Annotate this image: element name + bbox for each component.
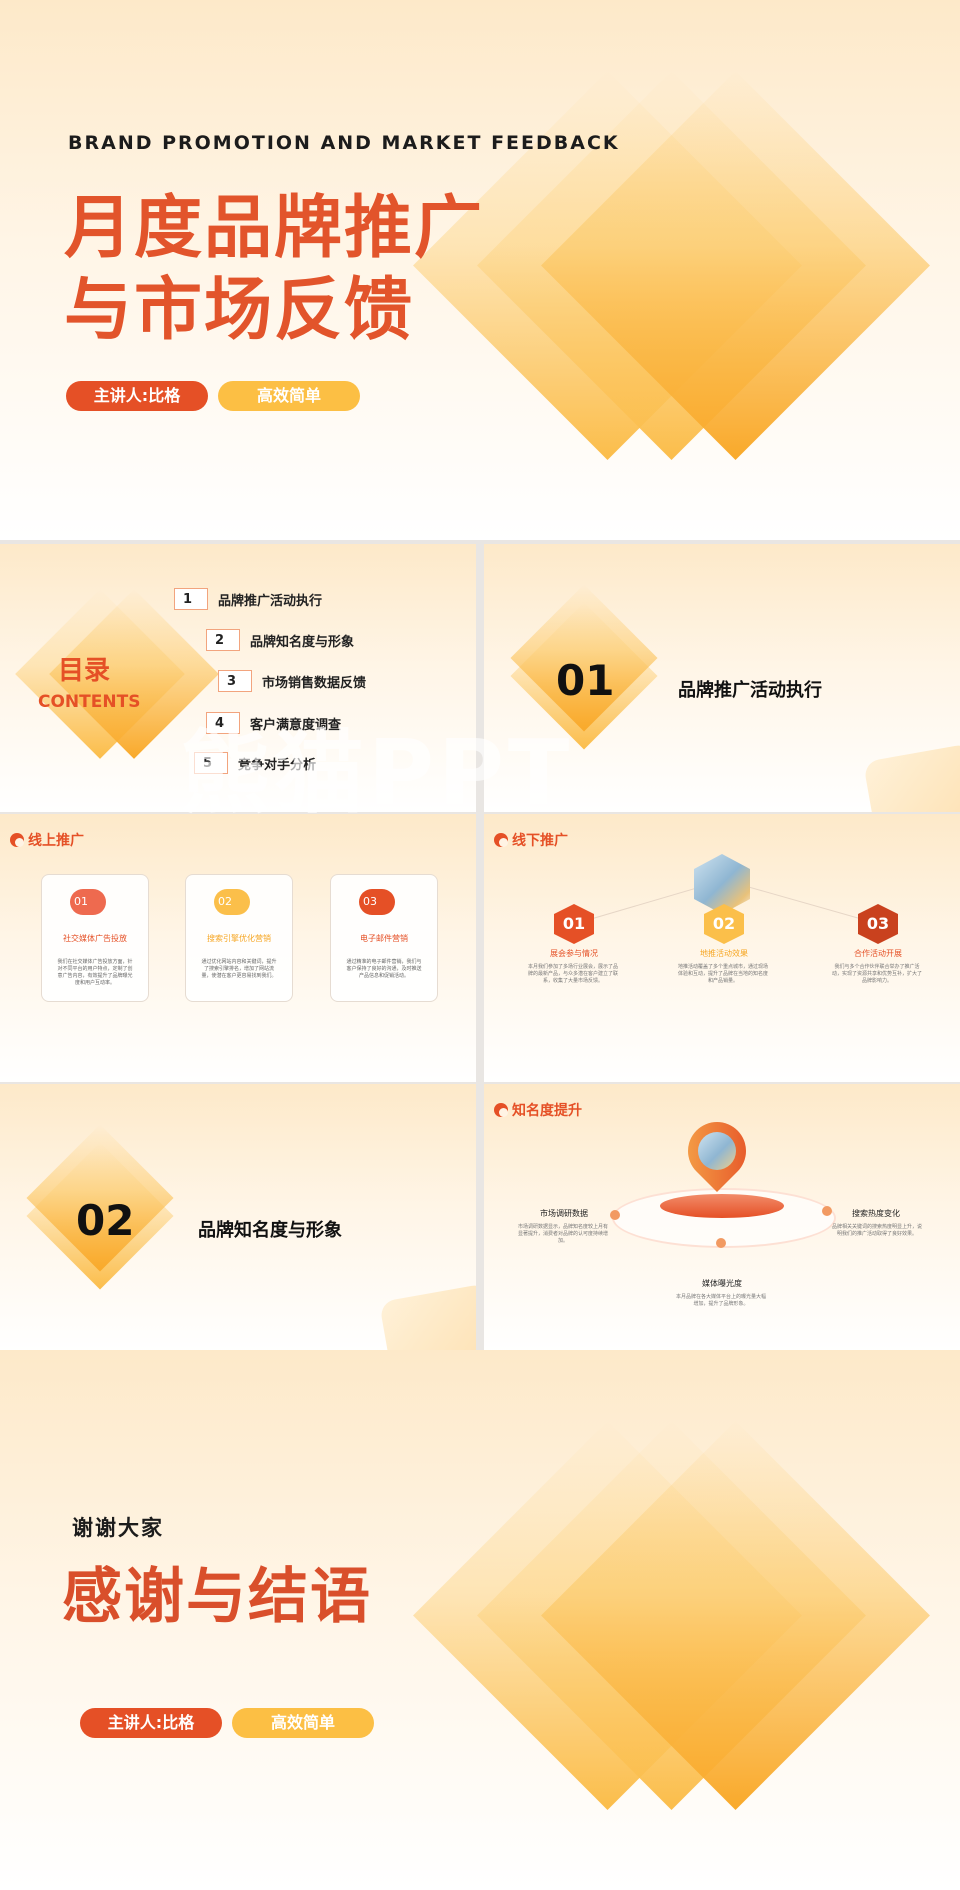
offline-slide: 线下推广 01 展会参与情况 本月我们参加了多场行业展会，展示了品牌的最新产品，… <box>484 814 960 1082</box>
section-title: 品牌知名度与形象 <box>198 1220 342 1241</box>
toc-item-number: 4 <box>206 712 240 734</box>
offline-hex: 03 <box>858 904 898 944</box>
card-text: 通过精准的电子邮件营销，我们与客户保持了良好的沟通，及时推送产品信息和促销活动。 <box>346 959 422 979</box>
toc-item-number: 2 <box>206 629 240 651</box>
slide-heading: 线下推广 <box>494 830 568 850</box>
ring-dot <box>716 1238 726 1248</box>
toc-item-label: 品牌推广活动执行 <box>218 593 323 609</box>
toc-item[interactable]: 4 客户满意度调查 <box>206 712 341 734</box>
card-text: 我们在社交媒体广告投放方面，针对不同平台的用户特点，定制了创意广告内容，有效提升… <box>57 959 133 986</box>
toc-title-en: CONTENTS <box>38 692 141 712</box>
heading-label: 线下推广 <box>512 833 568 849</box>
ending-title: 感谢与结语 <box>62 1562 372 1632</box>
watermark: 熊猫PPT <box>180 721 574 826</box>
heading-icon <box>10 833 24 847</box>
section-title: 品牌推广活动执行 <box>678 680 822 701</box>
toc-item-label: 竞争对手分析 <box>238 757 317 773</box>
heading-label: 线上推广 <box>28 833 84 849</box>
card-text: 通过优化网站内容和关键词，提升了搜索引擎排名，增加了网站流量，使潜在客户更容易找… <box>201 959 277 979</box>
offline-text: 我们与多个合作伙伴联合举办了推广活动，实现了资源共享和优势互补，扩大了品牌影响力… <box>832 964 923 984</box>
feature-card: 02 搜索引擎优化营销 通过优化网站内容和关键词，提升了搜索引擎排名，增加了网站… <box>185 874 293 1002</box>
ending-subtitle: 谢谢大家 <box>72 1516 164 1540</box>
offline-label: 展会参与情况 <box>550 949 598 958</box>
cover-title-line2: 与市场反馈 <box>64 271 415 350</box>
point-label: 搜索热度变化 <box>852 1209 900 1218</box>
card-title: 社交媒体广告投放 <box>63 934 127 943</box>
toc-title: 目录 <box>58 656 111 686</box>
decor-corner <box>379 1283 476 1352</box>
point-text: 本月品牌在各大媒体平台上的曝光量大幅增加，提升了品牌形象。 <box>676 1294 767 1307</box>
feature-card: 03 电子邮件营销 通过精准的电子邮件营销，我们与客户保持了良好的沟通，及时推送… <box>330 874 438 1002</box>
section1-slide: 01 品牌推广活动执行 <box>484 544 960 812</box>
heading-label: 知名度提升 <box>512 1103 582 1119</box>
ring-dot <box>610 1210 620 1220</box>
presenter-pill: 主讲人:比格 <box>80 1708 222 1738</box>
toc-item-number: 3 <box>218 670 252 692</box>
ending-slide: 谢谢大家 感谢与结语 主讲人:比格 高效简单 <box>0 1350 960 1890</box>
offline-label: 合作活动开展 <box>854 949 902 958</box>
point-label: 市场调研数据 <box>540 1209 588 1218</box>
section2-slide: 02 品牌知名度与形象 <box>0 1084 476 1352</box>
presenter-pill: 主讲人:比格 <box>66 381 208 411</box>
toc-item-label: 市场销售数据反馈 <box>262 675 367 691</box>
cover-subtitle: BRAND PROMOTION AND MARKET FEEDBACK <box>68 132 620 154</box>
point-label: 媒体曝光度 <box>702 1279 742 1288</box>
cover-title-line1: 月度品牌推广 <box>64 189 485 268</box>
card-badge: 02 <box>214 889 250 915</box>
card-title: 电子邮件营销 <box>360 934 408 943</box>
toc-item-label: 品牌知名度与形象 <box>250 634 355 650</box>
card-badge: 01 <box>70 889 106 915</box>
point-text: 市场调研数据显示，品牌知名度较上月有显著提升，消费者对品牌的认可度持续增加。 <box>518 1224 609 1244</box>
ring-dot <box>822 1206 832 1216</box>
pin-photo <box>698 1132 736 1170</box>
offline-text: 本月我们参加了多场行业展会，展示了品牌的最新产品，与众多潜在客户建立了联系，收集… <box>528 964 619 984</box>
toc-slide: 目录 CONTENTS 1 品牌推广活动执行 2 品牌知名度与形象 3 市场销售… <box>0 544 476 812</box>
point-text: 品牌相关关键词的搜索热度明显上升，说明我们的推广活动取得了良好效果。 <box>832 1224 923 1237</box>
slide-heading: 线上推广 <box>10 830 84 850</box>
toc-item-label: 客户满意度调查 <box>250 717 342 733</box>
section-number: 02 <box>76 1196 135 1245</box>
heading-icon <box>494 1103 508 1117</box>
toc-item[interactable]: 5 竞争对手分析 <box>194 752 316 774</box>
feature-card: 01 社交媒体广告投放 我们在社交媒体广告投放方面，针对不同平台的用户特点，定制… <box>41 874 149 1002</box>
tag-pill: 高效简单 <box>232 1708 374 1738</box>
toc-item[interactable]: 1 品牌推广活动执行 <box>174 588 322 610</box>
card-title: 搜索引擎优化营销 <box>207 934 271 943</box>
slide-heading: 知名度提升 <box>494 1100 582 1120</box>
tag-pill: 高效简单 <box>218 381 360 411</box>
offline-text: 地推活动覆盖了多个重点城市，通过现场体验和互动，提升了品牌在当地的知名度和产品销… <box>678 964 769 984</box>
card-badge: 03 <box>359 889 395 915</box>
toc-item-number: 1 <box>174 588 208 610</box>
awareness-slide: 知名度提升 市场调研数据 市场调研数据显示，品牌知名度较上月有显著提升，消费者对… <box>484 1084 960 1352</box>
heading-icon <box>494 833 508 847</box>
decor-corner <box>863 743 960 812</box>
cover-slide: BRAND PROMOTION AND MARKET FEEDBACK 月度品牌… <box>0 0 960 540</box>
toc-item-number: 5 <box>194 752 228 774</box>
toc-item[interactable]: 2 品牌知名度与形象 <box>206 629 354 651</box>
toc-item[interactable]: 3 市场销售数据反馈 <box>218 670 366 692</box>
offline-label: 地推活动效果 <box>700 949 748 958</box>
offline-hex: 02 <box>704 904 744 944</box>
section-number: 01 <box>556 656 615 705</box>
offline-hex: 01 <box>554 904 594 944</box>
platform-disc <box>660 1194 784 1218</box>
online-slide: 线上推广 01 社交媒体广告投放 我们在社交媒体广告投放方面，针对不同平台的用户… <box>0 814 476 1082</box>
